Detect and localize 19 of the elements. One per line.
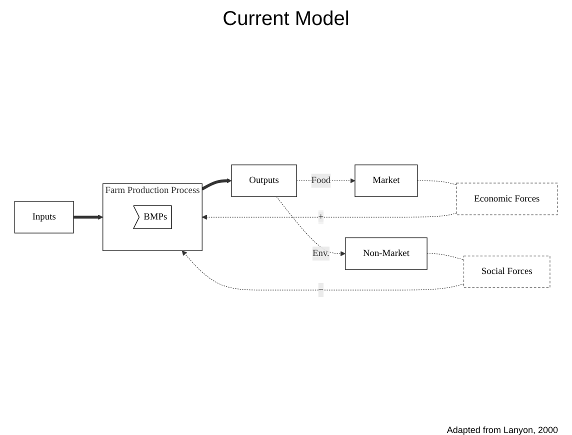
node-box: Economic Forces	[456, 182, 558, 216]
edge-label: −	[318, 284, 324, 295]
arrow	[276, 196, 346, 256]
arrow	[73, 214, 104, 220]
node-box: Inputs	[14, 200, 74, 234]
arrow	[201, 178, 232, 190]
diagram-title: Current Model	[222, 8, 350, 31]
node-box: Non-Market	[344, 237, 428, 270]
edge-label: Env.	[312, 248, 330, 258]
node-box: Social Forces	[463, 256, 550, 288]
edge-label: +	[318, 212, 324, 222]
arrow	[202, 212, 457, 220]
source-note: Adapted from Lanyon, 2000	[446, 425, 558, 435]
connector	[426, 253, 464, 260]
arrow	[182, 250, 464, 290]
connector	[417, 180, 457, 186]
node-box: Market	[354, 164, 418, 197]
edge-label: Food	[311, 175, 331, 186]
node-box: Outputs	[231, 164, 297, 197]
